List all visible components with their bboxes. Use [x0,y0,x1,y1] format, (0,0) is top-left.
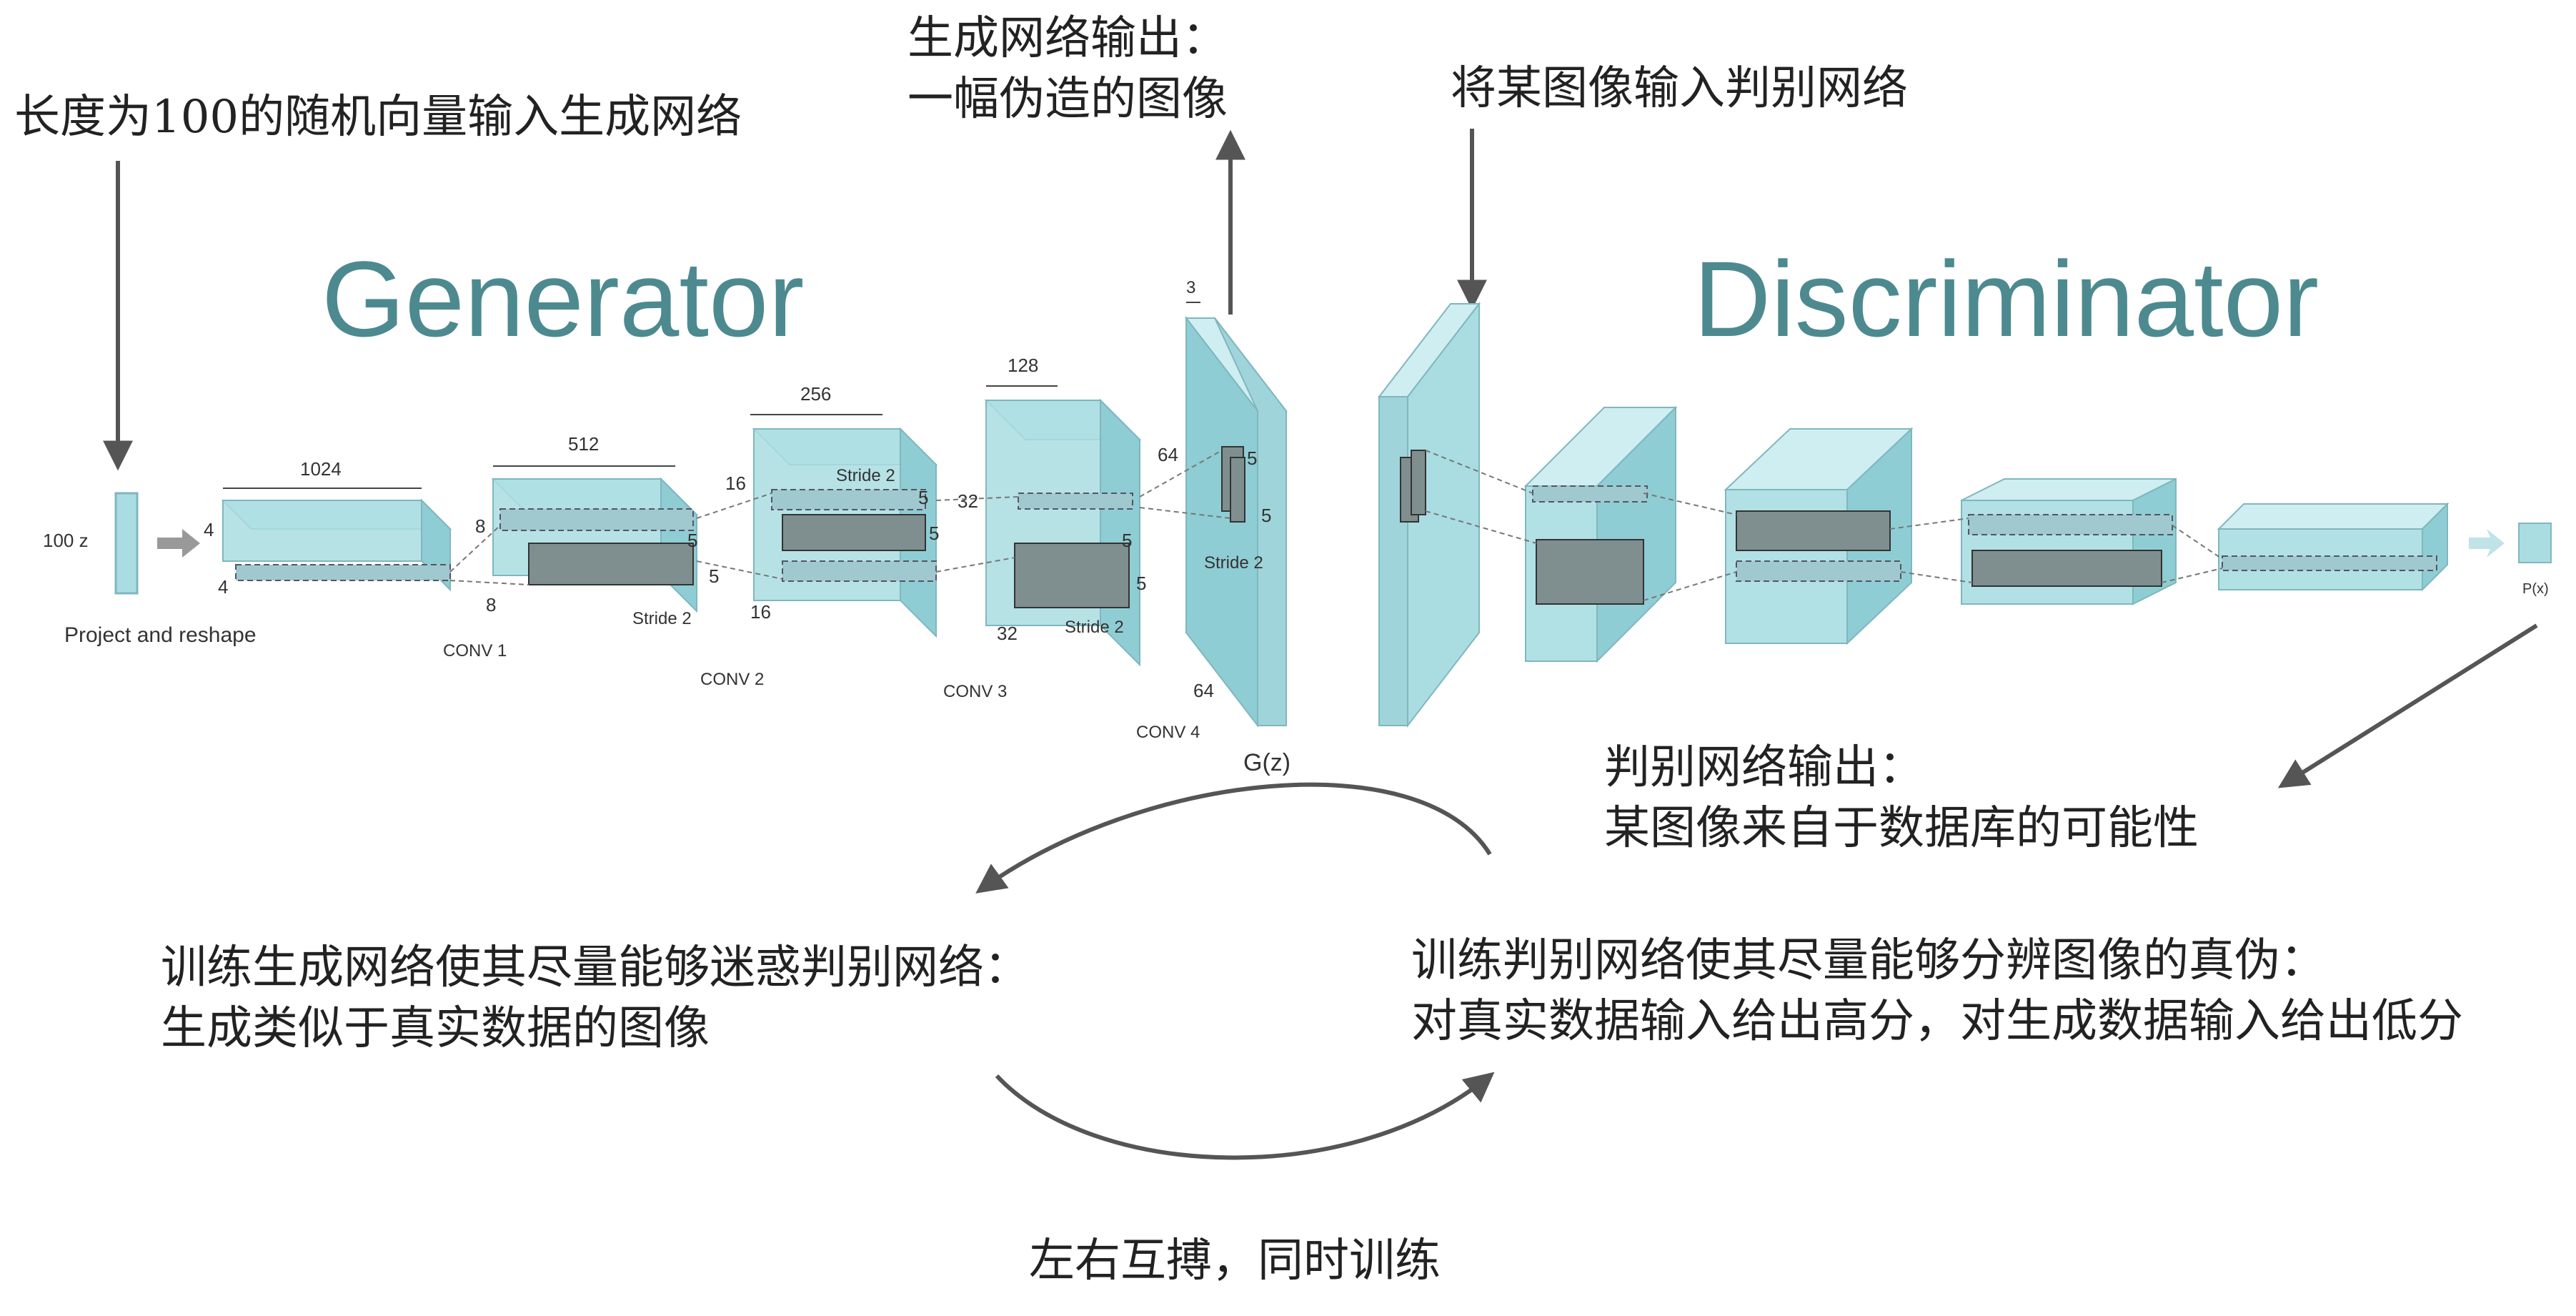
conv4-kernel-2: 5 [1136,573,1146,594]
z-vector-label: 100 z [43,530,89,551]
conv2-block [491,477,699,613]
disc-output-annotation-line1: 判别网络输出： [1604,741,1924,794]
conv2-kernel-2: 5 [709,565,719,587]
conv1-label: CONV 1 [443,641,507,661]
conv1-size-b: 4 [218,576,228,598]
disc-conv1-block [1523,405,1678,663]
generator-connectors [449,450,1231,585]
conv3-size-a: 16 [725,473,746,494]
conv2-kernel-1: 5 [687,530,697,551]
generated-image-slab [1184,316,1288,728]
conv4-size-a: 32 [958,490,978,512]
input-vector-annotation: 长度为100的随机向量输入生成网络 [14,91,742,144]
cycle-arrow-top [975,782,1492,894]
discriminator-input-slab [1377,302,1481,728]
conv2-size-b: 8 [486,594,496,615]
conv3-block [752,427,938,638]
output-stride: Stride 2 [1204,553,1263,573]
discriminator-connectors [1425,450,2223,601]
train-gen-annotation-line2: 生成类似于真实数据的图像 [161,1002,710,1055]
discriminator-network: P(x) [1377,302,2552,728]
conv3-size-b: 16 [750,601,771,623]
discriminator-title: Discriminator [1694,239,2319,359]
cycle-arrow-bottom [995,1072,1495,1160]
conv1-size-a: 4 [204,519,214,540]
disc-output-arrow [2277,623,2538,788]
generator-title: Generator [322,239,804,359]
adversarial-annotation: 左右互搏，同时训练 [1029,1235,1441,1287]
disc-conv3-block [1961,478,2177,605]
output-size-a: 64 [1158,444,1178,465]
z-vector [114,492,139,595]
conv2-size-a: 8 [475,515,485,537]
conv4-size-b: 32 [997,623,1018,644]
disc-input-annotation: 将某图像输入判别网络 [1451,62,1908,115]
conv2-label: CONV 2 [700,670,764,689]
probability-label: P(x) [2522,581,2549,597]
conv1-block [221,498,452,592]
disc-conv2-block [1724,427,1914,645]
output-size-b: 64 [1193,680,1214,701]
conv4-depth: 128 [1008,355,1038,376]
output-depth: 3 [1186,278,1195,297]
project-arrow-icon [157,529,200,558]
output-kernel-1: 5 [1247,447,1257,469]
train-disc-annotation-line2: 对真实数据输入给出高分，对生成数据输入给出低分 [1411,995,2463,1048]
generator-network: 100 z Project and reshape 1024 4 4 CONV … [43,278,1291,776]
conv2-stride: Stride 2 [632,609,692,628]
train-gen-annotation-line1: 训练生成网络使其尽量能够迷惑判别网络： [161,941,1030,994]
conv4-kernel-1: 5 [1122,530,1132,551]
conv2-depth: 512 [568,433,599,455]
conv3-depth: 256 [800,383,831,405]
output-label: G(z) [1243,749,1291,776]
gen-output-annotation-line1: 生成网络输出： [907,12,1228,65]
conv3-kernel-1: 5 [918,487,928,508]
probability-output [2518,523,2552,563]
project-label: Project and reshape [64,623,257,647]
conv4-stride: Stride 2 [1065,618,1124,637]
gen-output-annotation-line2: 一幅伪造的图像 [907,73,1228,126]
conv4-label: CONV 4 [1136,723,1200,742]
train-disc-annotation-line1: 训练判别网络使其尽量能够分辨图像的真伪： [1411,934,2326,987]
conv3-kernel-2: 5 [929,523,939,544]
output-kernel-2: 5 [1261,505,1271,526]
conv1-depth: 1024 [300,458,342,480]
disc-conv4-block [2217,502,2450,592]
disc-output-arrow-icon [2469,529,2505,558]
conv3-stride: Stride 2 [836,466,895,485]
disc-output-annotation-line2: 某图像来自于数据库的可能性 [1604,802,2199,855]
conv3-label: CONV 3 [943,682,1007,701]
conv4-block [984,398,1142,667]
